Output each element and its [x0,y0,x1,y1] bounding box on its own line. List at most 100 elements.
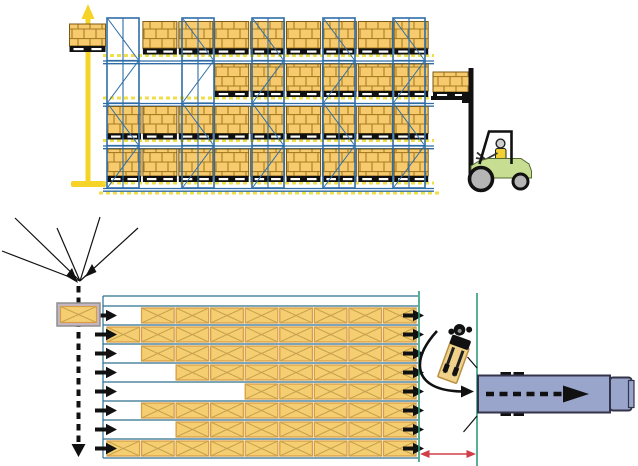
lane-pallet-cross [245,402,279,419]
pallet-slot [362,135,372,138]
pallet-base [358,133,393,140]
lane-infeed-arrowhead [106,385,117,398]
pallet-base [286,176,321,182]
lane-outfeed-arrow [403,389,413,394]
frame-brace [323,103,355,145]
lane-infeed-arrow [95,332,106,337]
pallet-base [214,91,249,97]
lane-pallet-cross [383,364,417,381]
pallet-base [358,91,393,97]
operator-face [457,328,462,333]
lane-pallet-cross [175,402,209,419]
frame-brace [252,146,284,188]
lane-infeed-arrow [95,351,106,356]
lane-outfeed-arrow [403,408,413,413]
lane-pallet-cross [245,421,279,438]
frame-brace [107,18,139,60]
pallet-base [178,48,213,55]
lane-pallet-cross [348,307,382,324]
pallet-load-bricks [106,106,142,134]
lane-pallet-cross [348,383,382,400]
lane-pallet-cross [314,307,348,324]
lane-pallet-cross [348,364,382,381]
pallet-slot [398,135,408,138]
pallet-slot [290,178,301,181]
frame-brace [323,146,355,188]
pallet-slot [218,178,229,181]
pallet-slot [218,50,229,53]
pallet-slot [254,50,265,53]
lane-pallet-cross [279,440,313,457]
rack-upright-frame [322,17,356,189]
truck-front-bumper [627,379,635,409]
lane-pallet-cross [279,345,313,362]
lane-pallet-cross [383,345,417,362]
frame-brace [323,61,355,103]
pallet-base [286,48,321,55]
frame-brace [252,61,284,103]
pallet-base [358,176,393,182]
frame-brace [393,146,425,188]
pallet-load-bricks [357,21,393,49]
inbound-arrowhead [66,268,78,283]
lane-pallet-cross [348,402,382,419]
lane-pallet-cross [106,440,140,457]
frame-brace [182,18,214,60]
pallet-load-bricks [393,106,429,134]
lane-pallet-cross [210,345,244,362]
pallet-base [107,176,141,182]
pallet-slot [235,93,245,96]
frame-brace [393,61,425,103]
pallet-load-bricks [286,148,321,177]
pallet-slot [378,135,389,138]
pallet-slot [182,135,193,138]
forklift-fork [431,96,471,100]
pallet-slot [306,50,317,53]
frame-brace [182,146,214,188]
lane-pallet-cross [348,440,382,457]
pallet-slot [182,178,193,181]
lane-outfeed-arrow [403,427,413,432]
lane-pallet-cross [245,326,279,343]
putaway-arrowhead [71,444,86,457]
pallet-load-bricks [286,106,321,134]
pallet-slot [362,50,372,53]
lane-pallet-cross [348,421,382,438]
frame-brace [252,18,284,60]
pallet-load-bricks [286,63,321,92]
lane-pallet-cross [210,421,244,438]
pallet-slot [326,50,336,53]
pallet-slot [362,93,372,96]
pallet-slot [218,135,229,138]
pallet-load-bricks [106,148,142,177]
pallet-slot [199,135,209,138]
rack-upright-frame [251,17,285,189]
pallet-slot [235,135,245,138]
pallet-base [286,133,321,140]
lane-pallet-cross [314,383,348,400]
pallet-slot [199,178,209,181]
pallet-slot [254,135,265,138]
truck-wheel [500,411,511,416]
lane-pallet-cross [175,364,209,381]
lane-pallet-cross [314,326,348,343]
pallet-base [214,48,249,55]
lane-infeed-arrow [95,389,106,394]
frame-brace [182,61,214,103]
lane-infeed-arrowhead [106,366,117,379]
pallet-slot [111,178,121,181]
lane-pallet-cross [314,421,348,438]
forklift-mast [468,68,474,178]
pallet-slot [306,93,317,96]
pallet-base [394,133,429,140]
lane-pallet-cross [141,402,175,419]
pallet-load-bricks [357,106,393,134]
pallet-slot [306,135,317,138]
lane-pallet-cross [348,326,382,343]
lane-pallet-cross [175,421,209,438]
lane-pallet-cross [141,345,175,362]
lane-pallet-cross [314,402,348,419]
pallet-slot [437,94,448,97]
pallet-load-bricks [357,148,393,177]
pallet-load-bricks [142,21,178,49]
